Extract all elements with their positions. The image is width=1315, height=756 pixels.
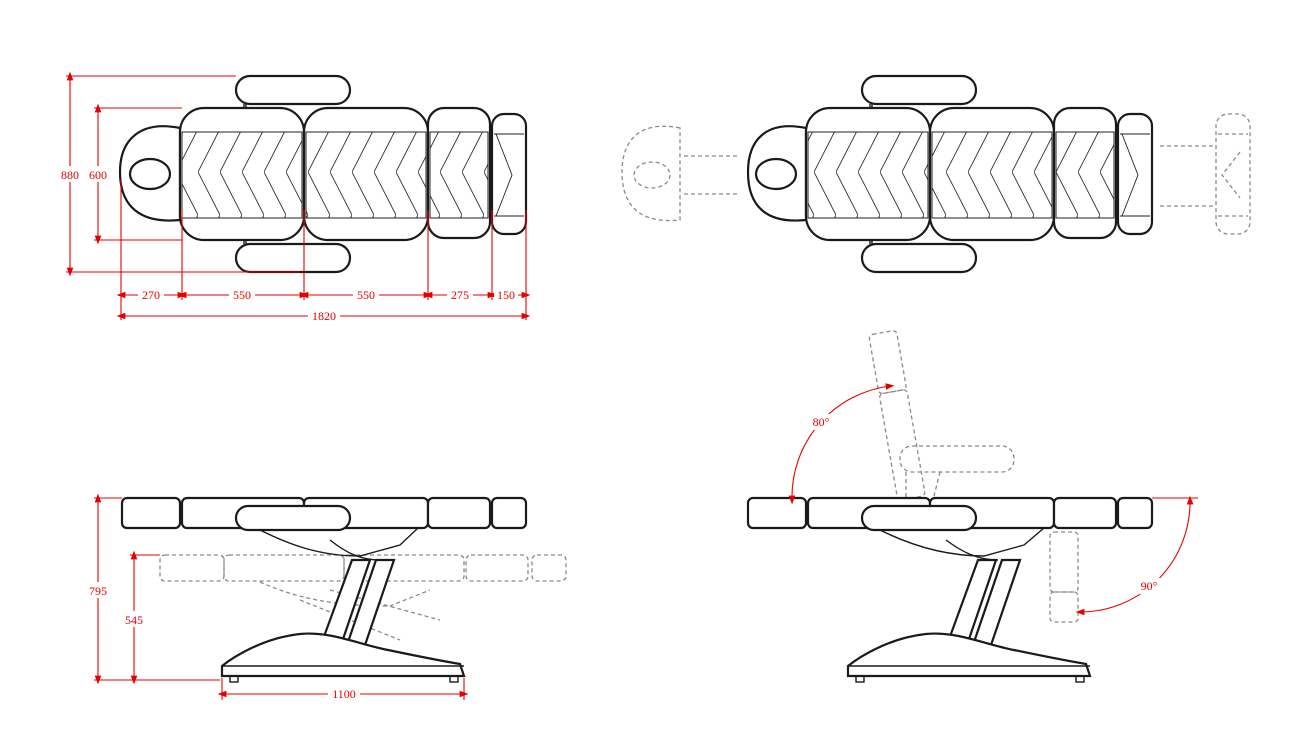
dim-max-height: 795 [89, 584, 107, 598]
dim-legrest-angle: 90° [1141, 579, 1158, 593]
face-hole [128, 157, 172, 191]
detached-foot-section [1215, 113, 1251, 235]
detached-headrest [621, 125, 681, 222]
top-view-right [621, 74, 1251, 274]
side-view-right: 80° 90° [746, 330, 1198, 683]
dim-min-height: 545 [125, 613, 143, 627]
side-view-left: 795 545 1100 [86, 493, 567, 701]
base [220, 632, 466, 678]
dim-back: 550 [233, 288, 251, 302]
dim-seat: 550 [357, 288, 375, 302]
dim-base-length: 1100 [332, 687, 356, 701]
armrest-bottom [234, 242, 352, 274]
dim-foot: 150 [497, 288, 515, 302]
dim-head: 270 [142, 288, 160, 302]
dim-leg: 275 [451, 288, 469, 302]
armrest-top [234, 74, 352, 106]
armrest-side [234, 504, 352, 532]
dim-overall-width: 880 [61, 168, 79, 182]
dim-backrest-angle: 80° [813, 415, 830, 429]
dim-overall-length: 1820 [312, 309, 336, 323]
top-view-left: 880 600 270 550 550 275 150 1820 [58, 71, 531, 323]
dim-seat-width: 600 [89, 168, 107, 182]
